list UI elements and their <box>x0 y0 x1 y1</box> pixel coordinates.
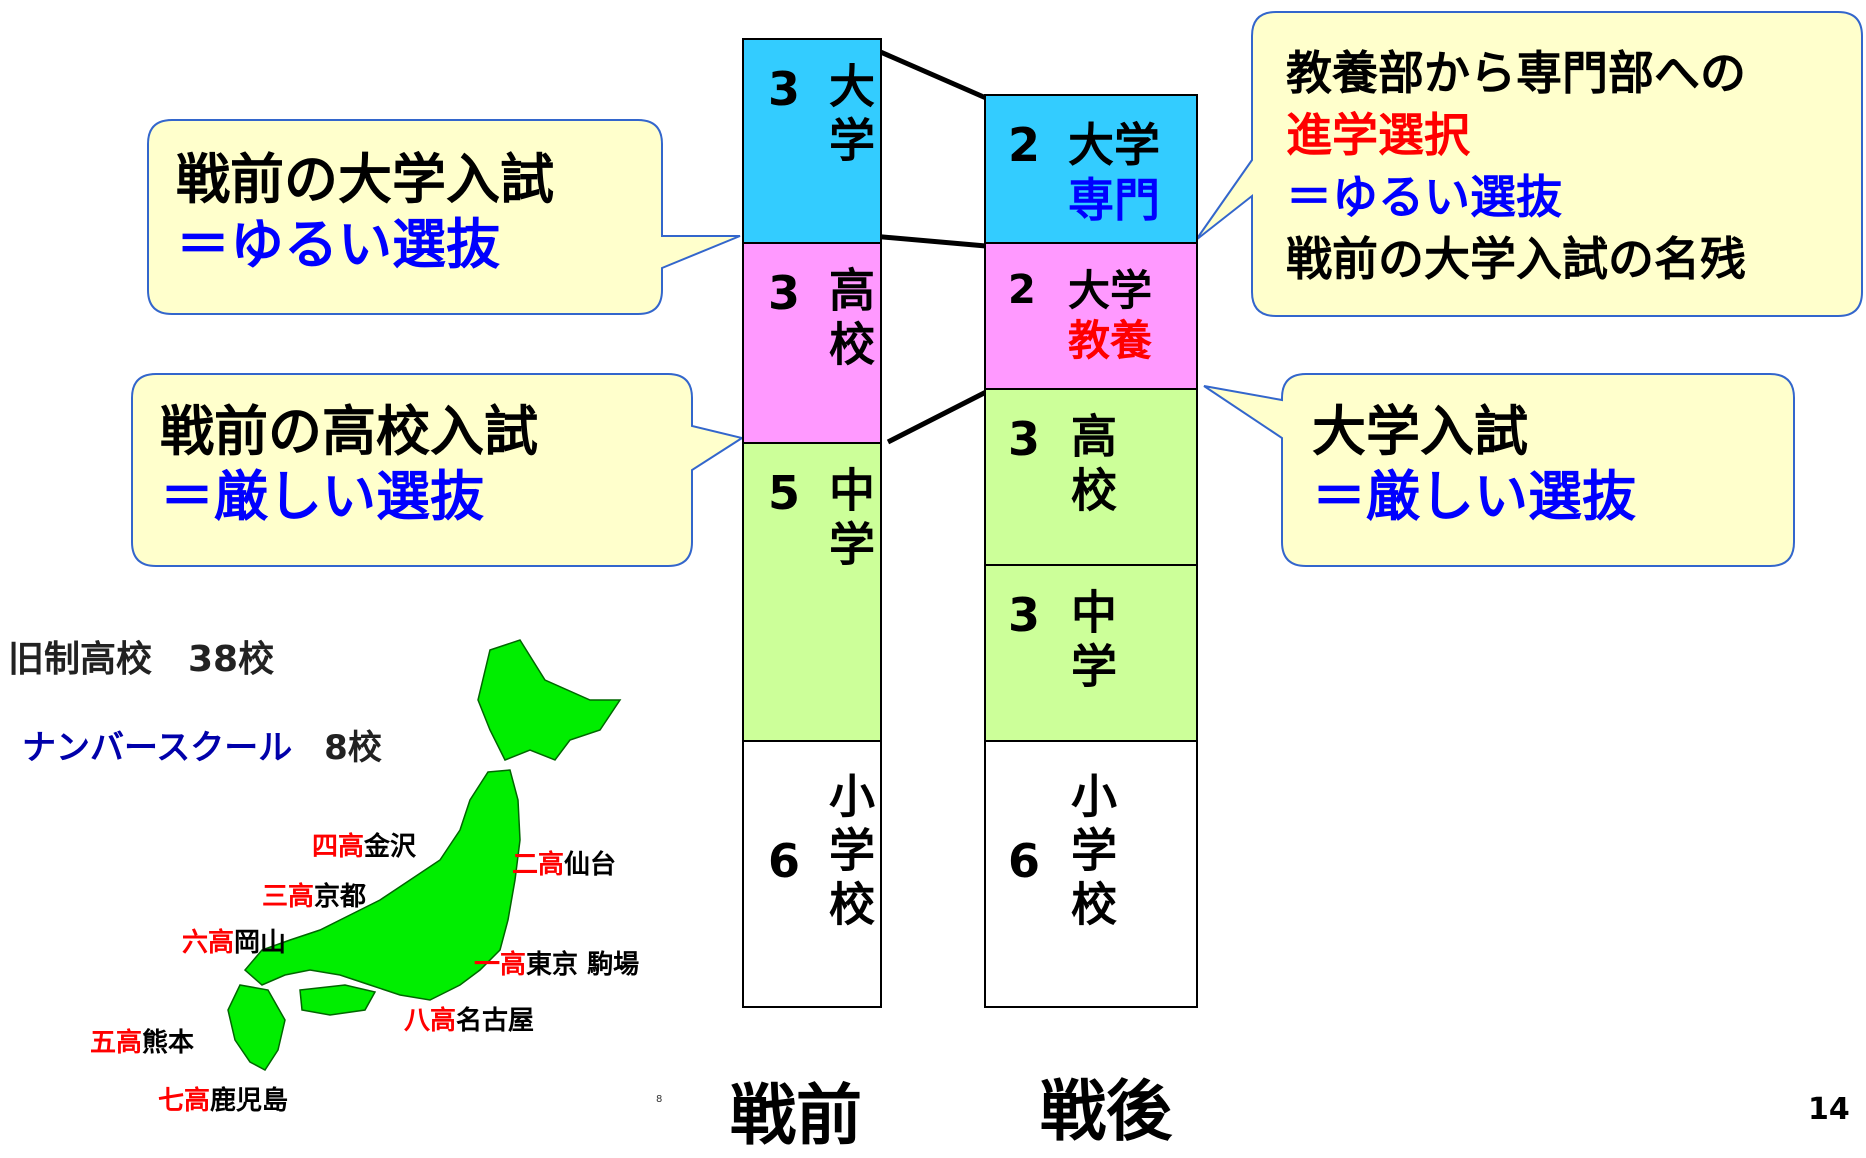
shikoku-shape <box>299 984 377 1016</box>
map-label-rokko-city: 岡山 <box>234 928 287 958</box>
callout-postwar-univ-line1: 大学入試 <box>1312 400 1528 463</box>
postwar-major-label: 大学 専門 <box>1068 118 1160 228</box>
prewar-label: 戦前 <box>730 1077 862 1154</box>
map-label-shiko-city: 金沢 <box>364 832 417 862</box>
postwar-liberal-arts-segment: 2 大学 教養 <box>984 242 1198 390</box>
postwar-highschool-years: 3 <box>1008 412 1041 466</box>
japan-map <box>227 639 622 1071</box>
map-label-goko-num: 五高 <box>90 1028 143 1058</box>
callout-bubble-postwar-major <box>1195 11 1863 317</box>
callout-postwar-major-line2: 進学選択 <box>1286 108 1470 163</box>
postwar-middle-label: 中学 <box>1064 588 1118 696</box>
callout-prewar-high-line2: ＝厳しい選抜 <box>160 464 484 528</box>
postwar-major-line2: 専門 <box>1068 173 1160 228</box>
connector-high <box>886 387 992 445</box>
map-label-hachiko-city: 名古屋 <box>456 1006 535 1036</box>
map-label-niko: 二高仙台 <box>512 844 616 881</box>
map-label-hachiko-num: 八高 <box>404 1006 457 1036</box>
prewar-middle-years: 5 <box>768 466 801 520</box>
callout-prewar-high: 戦前の高校入試 ＝厳しい選抜 <box>160 400 538 530</box>
prewar-university-years: 3 <box>768 62 801 116</box>
prewar-university-label: 大学 <box>822 62 876 170</box>
postwar-liberal-arts-line2: 教養 <box>1068 316 1153 366</box>
callout-prewar-high-line1: 戦前の高校入試 <box>160 400 538 463</box>
callout-postwar-univ-line2: ＝厳しい選抜 <box>1312 464 1636 528</box>
page-number: 14 <box>1808 1092 1850 1127</box>
map-label-rokko-num: 六高 <box>182 928 235 958</box>
map-subtitle-count: 8校 <box>324 728 382 768</box>
map-label-hachiko: 八高名古屋 <box>404 1000 534 1037</box>
map-label-rokko: 六高岡山 <box>182 922 286 959</box>
map-label-goko: 五高熊本 <box>90 1022 194 1059</box>
postwar-major-segment: 2 大学 専門 <box>984 94 1198 244</box>
prewar-elementary-segment: 6 小学校 <box>742 740 882 1008</box>
postwar-elementary-label: 小学校 <box>1064 772 1118 934</box>
map-label-niko-num: 二高 <box>512 850 565 880</box>
callout-prewar-univ: 戦前の大学入試 ＝ゆるい選抜 <box>176 148 554 278</box>
map-label-sanko-num: 三高 <box>262 882 315 912</box>
map-subtitle-text: ナンバースクール <box>22 728 293 768</box>
callout-postwar-major-line4: 戦前の大学入試の名残 <box>1286 232 1746 287</box>
postwar-elementary-segment: 6 小学校 <box>984 740 1198 1008</box>
postwar-major-line1: 大学 <box>1068 118 1160 172</box>
prewar-elementary-years: 6 <box>768 834 801 888</box>
connector-univ-top <box>875 47 987 101</box>
prewar-middle-label: 中学 <box>822 466 876 574</box>
callout-postwar-major-line1: 教養部から専門部への <box>1286 46 1746 100</box>
prewar-highschool-label: 高校 <box>822 266 876 374</box>
map-label-shiko: 四高金沢 <box>312 826 416 863</box>
map-label-ichiko-city: 東京 駒場 <box>526 950 640 980</box>
postwar-liberal-arts-line1: 大学 <box>1068 266 1153 315</box>
prewar-highschool-years: 3 <box>768 266 801 320</box>
prewar-highschool-segment: 3 高校 <box>742 242 882 444</box>
map-label-sanko: 三高京都 <box>262 876 366 913</box>
callout-bubble-prewar-univ <box>147 119 741 315</box>
postwar-elementary-years: 6 <box>1008 834 1041 888</box>
map-label-ichiko-num: 一高 <box>474 950 527 980</box>
prewar-middle-segment: 5 中学 <box>742 442 882 742</box>
prewar-elementary-label: 小学校 <box>822 772 876 934</box>
map-subtitle: ナンバースクール 8校 <box>22 720 382 769</box>
map-label-nanako: 七高鹿児島 <box>158 1080 288 1117</box>
map-title: 旧制高校 38校 <box>8 639 275 680</box>
postwar-label: 戦後 <box>1040 1073 1172 1150</box>
callout-postwar-major-line3: ＝ゆるい選抜 <box>1286 170 1562 225</box>
postwar-highschool-segment: 3 高校 <box>984 388 1198 566</box>
callout-bubble-postwar-univ <box>1203 373 1795 567</box>
map-label-niko-city: 仙台 <box>564 850 617 880</box>
postwar-highschool-label: 高校 <box>1064 412 1118 520</box>
postwar-middle-years: 3 <box>1008 588 1041 642</box>
postwar-middle-segment: 3 中学 <box>984 564 1198 742</box>
map-label-nanako-city: 鹿児島 <box>210 1086 289 1116</box>
prewar-university-segment: 3 大学 <box>742 38 882 244</box>
postwar-liberal-arts-years: 2 <box>1008 267 1036 313</box>
postwar-major-years: 2 <box>1008 118 1041 172</box>
map-label-goko-city: 熊本 <box>142 1028 195 1058</box>
callout-postwar-major: 教養部から専門部への 進学選択 ＝ゆるい選抜 戦前の大学入試の名残 <box>1286 42 1746 290</box>
map-label-nanako-num: 七高 <box>158 1086 211 1116</box>
hokkaido-shape <box>477 639 622 761</box>
kyushu-shape <box>227 984 286 1071</box>
callout-bubble-prewar-high <box>131 373 745 567</box>
map-tiny-mark: 8 <box>656 1094 663 1105</box>
callout-prewar-univ-line2: ＝ゆるい選抜 <box>176 212 500 276</box>
connector-univ-bottom <box>871 233 987 249</box>
callout-prewar-univ-line1: 戦前の大学入試 <box>176 148 554 211</box>
postwar-liberal-arts-label: 大学 教養 <box>1068 266 1152 367</box>
map-label-shiko-num: 四高 <box>312 832 365 862</box>
callout-postwar-univ: 大学入試 ＝厳しい選抜 <box>1312 400 1636 530</box>
map-label-ichiko: 一高東京 駒場 <box>474 944 639 981</box>
honshu-shape <box>243 769 521 1001</box>
map-label-sanko-city: 京都 <box>314 882 367 912</box>
